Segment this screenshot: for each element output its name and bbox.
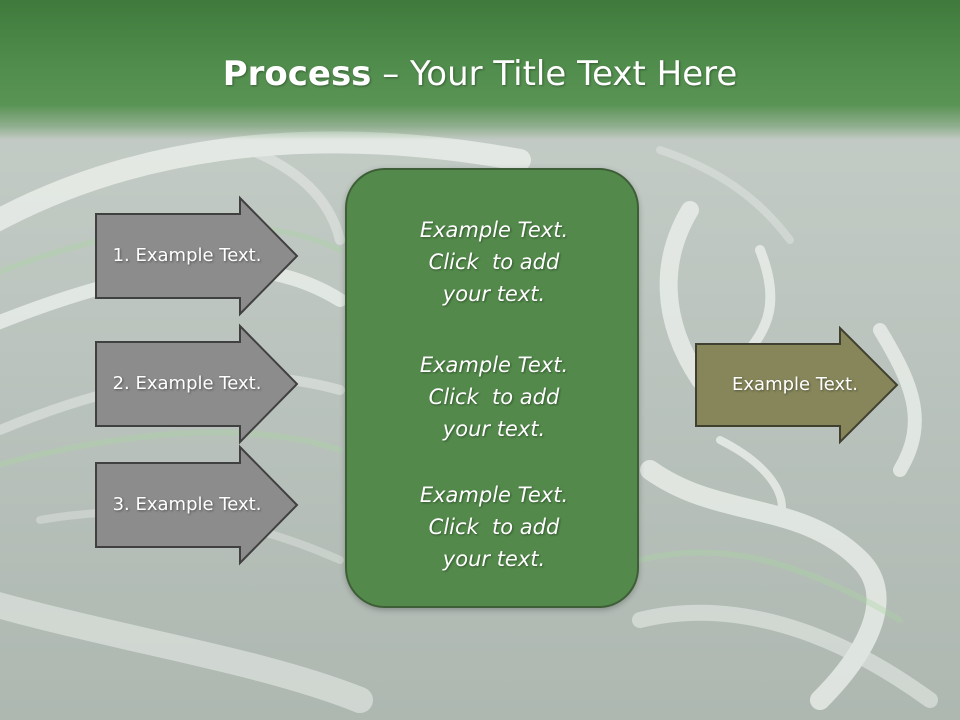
slide-title[interactable]: Process – Your Title Text Here xyxy=(0,52,960,96)
title-bar xyxy=(0,0,960,140)
center-text-line: Click to add xyxy=(428,250,560,274)
center-text-line: your text. xyxy=(442,417,546,441)
title-rest: – Your Title Text Here xyxy=(371,54,738,94)
center-text-block-3[interactable]: Example Text. Click to add your text. xyxy=(347,479,641,575)
center-text-line: Example Text. xyxy=(419,483,569,507)
title-bold: Process xyxy=(222,54,372,94)
center-text-block-2[interactable]: Example Text. Click to add your text. xyxy=(347,349,641,445)
center-text-line: Example Text. xyxy=(419,353,569,377)
center-text-line: Click to add xyxy=(428,385,560,409)
input-arrow-1-label: 1. Example Text. xyxy=(112,245,262,266)
center-text-line: Example Text. xyxy=(419,218,569,242)
center-text-line: Click to add xyxy=(428,515,560,539)
input-arrow-3[interactable] xyxy=(95,444,299,566)
center-text-line: your text. xyxy=(442,282,546,306)
input-arrow-2[interactable] xyxy=(95,323,299,445)
output-arrow[interactable] xyxy=(695,325,899,445)
input-arrow-3-label: 3. Example Text. xyxy=(112,494,262,515)
center-text-block-1[interactable]: Example Text. Click to add your text. xyxy=(347,214,641,310)
center-text-line: your text. xyxy=(442,547,546,571)
center-process-box[interactable]: Example Text. Click to add your text. Ex… xyxy=(345,168,639,608)
output-arrow-label: Example Text. xyxy=(732,374,858,395)
input-arrow-2-label: 2. Example Text. xyxy=(112,373,262,394)
input-arrow-1[interactable] xyxy=(95,195,299,317)
